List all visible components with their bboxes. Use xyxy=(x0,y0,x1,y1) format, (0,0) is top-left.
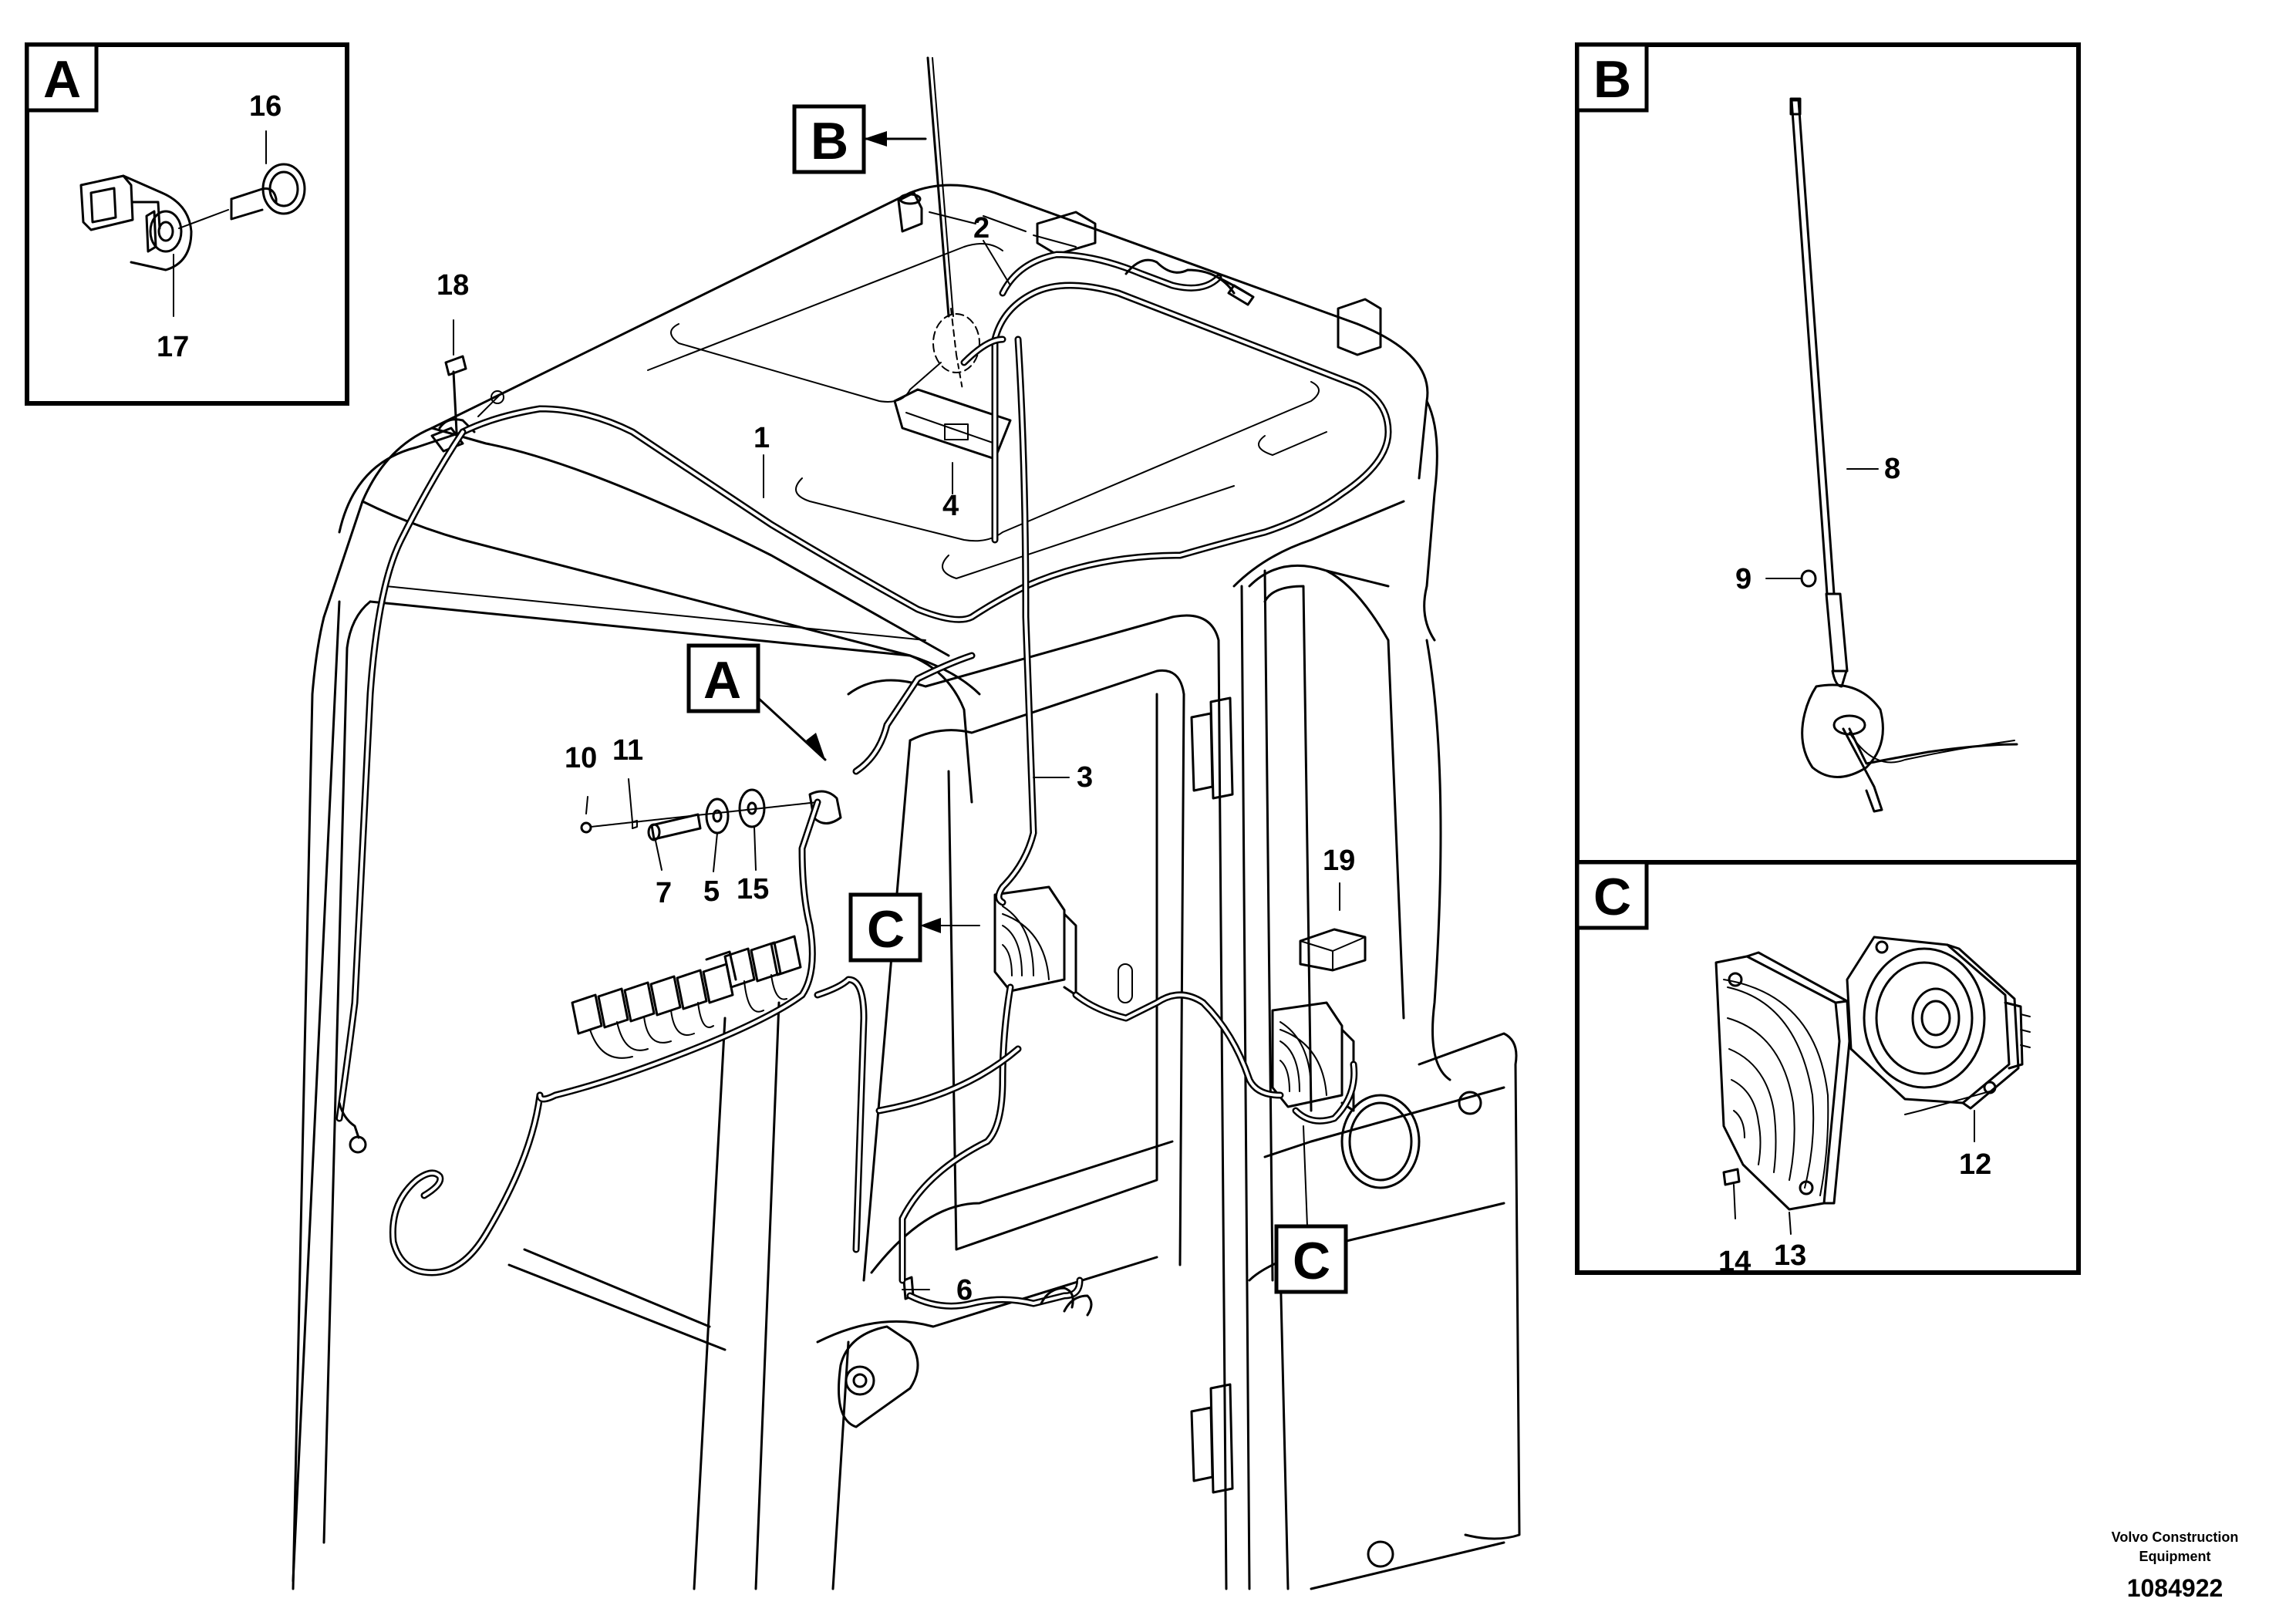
detail-c-label: C xyxy=(1593,868,1631,926)
detail-b-label: B xyxy=(1593,50,1631,109)
callout-5: 5 xyxy=(703,875,720,908)
main-leaders xyxy=(453,240,1340,1290)
company-name: Volvo Construction xyxy=(2112,1529,2239,1545)
callout-10: 10 xyxy=(565,742,597,774)
callout-12: 12 xyxy=(1959,1148,1991,1181)
callout-16: 16 xyxy=(249,90,282,123)
detail-a-panel: A 16 17 xyxy=(25,42,349,406)
view-ref-c1: C xyxy=(848,892,941,963)
callout-9: 9 xyxy=(1735,563,1752,595)
view-ref-c2: C xyxy=(1274,1224,1348,1294)
footer: Volvo Construction Equipment 1084922 xyxy=(2112,1529,2239,1602)
callout-11: 11 xyxy=(612,734,643,767)
callout-14: 14 xyxy=(1718,1246,1751,1278)
callout-13: 13 xyxy=(1774,1239,1806,1272)
view-ref-b: B xyxy=(792,104,927,174)
callout-7: 7 xyxy=(656,877,672,909)
svg-text:B: B xyxy=(811,112,848,170)
callout-1: 1 xyxy=(754,422,770,454)
mounting-hardware xyxy=(580,788,842,841)
document-number: 1084922 xyxy=(2127,1574,2224,1602)
detail-b-panel: B 8 9 xyxy=(1575,42,2081,865)
cab-illustration xyxy=(292,56,1521,1590)
callout-2: 2 xyxy=(973,212,990,244)
detail-a-label: A xyxy=(43,50,81,109)
wiring-harness xyxy=(335,251,1392,1317)
callout-15: 15 xyxy=(737,873,769,905)
callout-8: 8 xyxy=(1884,453,1900,485)
callout-17: 17 xyxy=(157,331,189,363)
callout-6: 6 xyxy=(956,1274,973,1307)
svg-text:C: C xyxy=(1293,1232,1330,1290)
relay-connectors xyxy=(571,935,802,1059)
callout-19: 19 xyxy=(1323,845,1355,877)
callout-4: 4 xyxy=(942,490,959,522)
callout-3: 3 xyxy=(1077,761,1093,794)
main-callouts: 1 2 3 4 5 6 7 10 11 15 18 19 xyxy=(437,212,1355,1307)
svg-text:A: A xyxy=(703,651,741,710)
svg-text:C: C xyxy=(867,900,905,959)
callout-18: 18 xyxy=(437,269,469,302)
detail-c-panel: C 12 13 14 xyxy=(1575,860,2081,1278)
company-name-2: Equipment xyxy=(2139,1549,2211,1564)
view-ref-a: A xyxy=(686,643,827,761)
